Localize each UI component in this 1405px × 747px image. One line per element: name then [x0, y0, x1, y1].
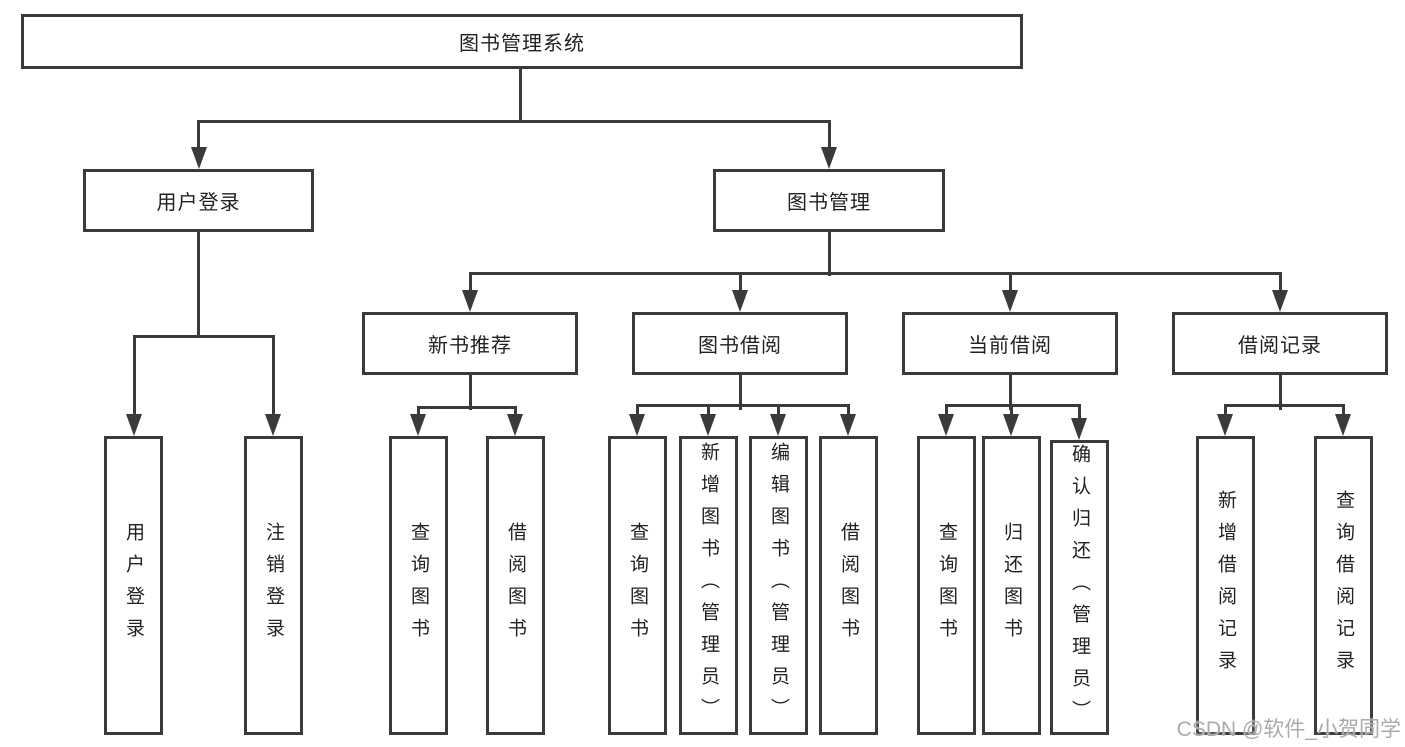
connector-line	[944, 404, 1081, 407]
arrow-head-icon	[507, 414, 523, 436]
arrow-head-icon	[462, 290, 478, 312]
connector-line	[827, 121, 831, 155]
connector-line	[1341, 405, 1345, 420]
watermark: CSDN @软件_小贺同学	[1176, 718, 1401, 741]
node-label-nb-borrow: 借阅图书	[505, 521, 526, 650]
node-current-borrow: 当前借阅	[902, 312, 1118, 375]
arrow-head-icon	[700, 414, 716, 436]
node-label-bb-query: 查询图书	[627, 521, 648, 650]
node-borrow-records: 借阅记录	[1172, 312, 1388, 375]
arrow-head-icon	[938, 414, 954, 436]
arrow-head-icon	[1003, 414, 1019, 436]
node-br-add: 新增借阅记录	[1196, 436, 1255, 735]
node-label-borrow-records: 借阅记录	[1238, 335, 1322, 357]
node-label-bb-edit: 编辑图书（管理员）	[768, 441, 789, 730]
connector-line	[513, 407, 517, 420]
connector-line	[944, 405, 948, 420]
connector-line	[416, 407, 420, 420]
node-label-new-books: 新书推荐	[428, 335, 512, 357]
node-logout-leaf: 注销登录	[244, 436, 303, 735]
connector-line	[197, 232, 200, 338]
node-book-borrow: 图书借阅	[632, 312, 848, 375]
node-login-leaf: 用户登录	[104, 436, 163, 735]
connector-line	[1009, 405, 1013, 420]
connector-line	[1223, 405, 1227, 420]
node-bb-add: 新增图书（管理员）	[679, 436, 738, 735]
connector-line	[635, 404, 850, 407]
arrow-head-icon	[1335, 414, 1351, 436]
arrow-head-icon	[190, 147, 207, 169]
node-label-root: 图书管理系统	[459, 33, 585, 55]
connector-line	[738, 273, 742, 296]
connector-line	[706, 405, 710, 420]
arrow-head-icon	[1272, 290, 1288, 312]
node-book-mgmt: 图书管理	[713, 169, 945, 232]
connector-line	[1278, 375, 1282, 410]
connector-line	[197, 119, 831, 123]
connector-line	[132, 334, 275, 338]
node-cb-query: 查询图书	[917, 436, 976, 735]
node-nb-query: 查询图书	[389, 436, 448, 735]
connector-line	[132, 336, 136, 420]
arrow-head-icon	[732, 290, 748, 312]
connector-line	[271, 336, 275, 420]
node-user-login: 用户登录	[83, 169, 314, 232]
node-label-cb-return: 归还图书	[1001, 521, 1022, 650]
connector-line	[776, 405, 780, 420]
node-new-books: 新书推荐	[362, 312, 578, 375]
node-br-query: 查询借阅记录	[1314, 436, 1373, 735]
node-root: 图书管理系统	[21, 14, 1023, 69]
node-label-logout-leaf: 注销登录	[263, 521, 284, 650]
node-label-book-mgmt: 图书管理	[787, 192, 871, 214]
node-label-cb-query: 查询图书	[936, 521, 957, 650]
node-cb-return: 归还图书	[982, 436, 1041, 735]
connector-line	[197, 121, 200, 155]
node-bb-borrow: 借阅图书	[819, 436, 878, 735]
connector-line	[468, 271, 1282, 275]
arrow-head-icon	[840, 414, 856, 436]
node-label-book-borrow: 图书借阅	[698, 335, 782, 357]
node-label-bb-add: 新增图书（管理员）	[698, 441, 719, 730]
connector-line	[635, 405, 639, 420]
node-label-current-borrow: 当前借阅	[968, 335, 1052, 357]
node-label-br-query: 查询借阅记录	[1333, 489, 1354, 682]
arrow-head-icon	[1071, 418, 1087, 440]
node-bb-query: 查询图书	[608, 436, 667, 735]
node-label-cb-confirm: 确认归还（管理员）	[1069, 443, 1090, 732]
arrow-head-icon	[1217, 414, 1233, 436]
arrow-head-icon	[1002, 290, 1018, 312]
connector-line	[827, 232, 831, 276]
connector-line	[468, 375, 472, 410]
arrow-head-icon	[770, 414, 786, 436]
connector-line	[1223, 404, 1345, 407]
node-label-br-add: 新增借阅记录	[1215, 489, 1236, 682]
connector-line	[1008, 375, 1012, 410]
connector-line	[416, 405, 517, 409]
node-nb-borrow: 借阅图书	[486, 436, 545, 735]
connector-line	[846, 405, 850, 420]
arrow-head-icon	[629, 414, 645, 436]
node-label-login-leaf: 用户登录	[123, 521, 144, 650]
connector-line	[738, 375, 742, 410]
node-label-user-login: 用户登录	[156, 192, 241, 214]
arrow-head-icon	[265, 414, 281, 436]
node-label-nb-query: 查询图书	[408, 521, 429, 650]
connector-line	[1008, 273, 1012, 296]
connector-line	[1278, 273, 1282, 296]
node-label-bb-borrow: 借阅图书	[838, 521, 859, 650]
arrow-head-icon	[821, 147, 837, 169]
node-cb-confirm: 确认归还（管理员）	[1050, 440, 1109, 735]
arrow-head-icon	[126, 414, 142, 436]
arrow-head-icon	[410, 414, 426, 436]
connector-line	[519, 69, 522, 123]
connector-line	[1077, 405, 1081, 424]
node-bb-edit: 编辑图书（管理员）	[749, 436, 808, 735]
connector-line	[468, 273, 472, 296]
